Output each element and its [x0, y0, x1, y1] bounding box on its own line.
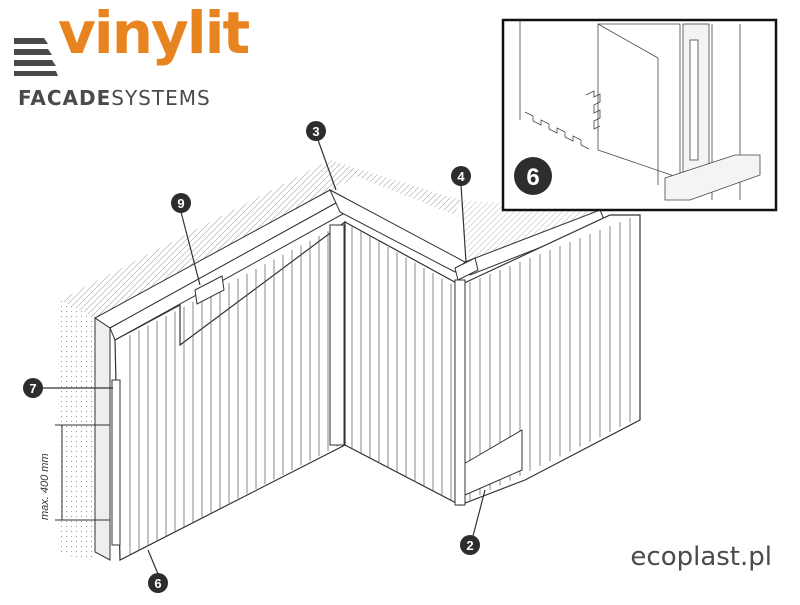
brand-subtitle: FACADESYSTEMS: [18, 88, 211, 108]
trim-pieces: [194, 224, 479, 506]
svg-text:2: 2: [466, 538, 473, 553]
middle-wall-siding: [344, 220, 461, 506]
callout-badges: 9 3 4 7 2 6: [23, 121, 480, 593]
callout-9: 9: [171, 193, 191, 213]
vinylit-logo: vinylit FACADESYSTEMS: [14, 4, 254, 118]
callout-2: 2: [460, 535, 480, 555]
callout-3: 3: [306, 121, 326, 141]
dimension-label: max. 400 mm: [39, 453, 51, 520]
dimension-marker: max. 400 mm: [39, 424, 110, 521]
callout-leaders: [42, 139, 486, 575]
svg-text:9: 9: [177, 196, 184, 211]
brand-name: vinylit: [58, 0, 250, 67]
svg-text:4: 4: [457, 169, 465, 184]
watermark-url: ecoplast.pl: [630, 542, 772, 572]
svg-text:6: 6: [154, 576, 161, 591]
callout-4: 4: [451, 166, 471, 186]
left-framing-strip: [94, 317, 121, 561]
brand-subtitle-bold: FACADE: [18, 86, 112, 110]
svg-text:7: 7: [29, 381, 36, 396]
inset-callout-6: 6: [514, 157, 552, 195]
logo-stripes-icon: [14, 38, 58, 76]
inset-detail: 6: [501, 18, 778, 212]
svg-text:6: 6: [526, 164, 539, 191]
callout-6: 6: [148, 573, 168, 593]
callout-7: 7: [23, 378, 43, 398]
svg-text:3: 3: [312, 124, 319, 139]
brand-subtitle-light: SYSTEMS: [111, 86, 211, 110]
